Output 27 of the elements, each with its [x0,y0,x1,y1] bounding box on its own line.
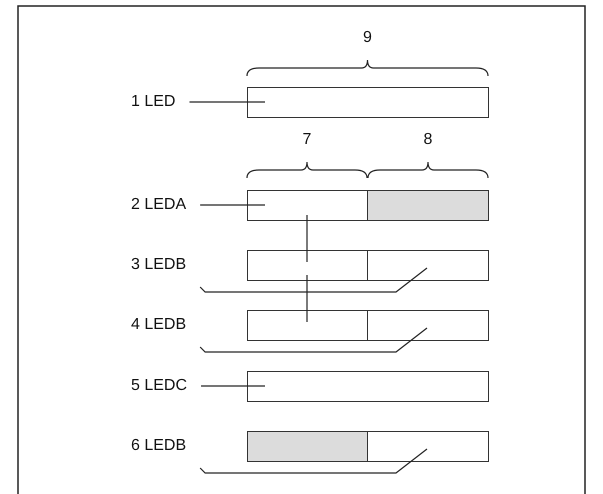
reference-number: 8 [424,130,432,150]
bar-segment [367,190,489,221]
bar-segment [367,250,489,281]
bar-segment [367,310,489,341]
leader-line [306,275,308,322]
leader-line [306,215,308,262]
leader-line [200,448,428,474]
part-label: 3 LEDB [131,255,186,275]
leader-line [201,385,265,387]
bar-segment [247,190,369,221]
leader-line [200,204,265,206]
leader-line [200,268,428,293]
bar-segment [247,310,369,341]
reference-number: 9 [363,28,372,48]
part-label: 5 LEDC [131,376,188,396]
part-label: 4 LEDB [131,315,186,335]
leader-line [189,101,265,103]
bar-segment [247,371,489,402]
part-label: 2 LEDA [131,195,186,215]
reference-number: 7 [302,130,312,150]
bar-segment [247,431,369,462]
leader-line [200,328,428,353]
bar-segment [247,87,489,118]
part-label: 1 LED [131,92,176,112]
bar-segment [247,250,369,281]
bar-segment [367,431,489,462]
part-label: 6 LEDB [131,436,186,456]
